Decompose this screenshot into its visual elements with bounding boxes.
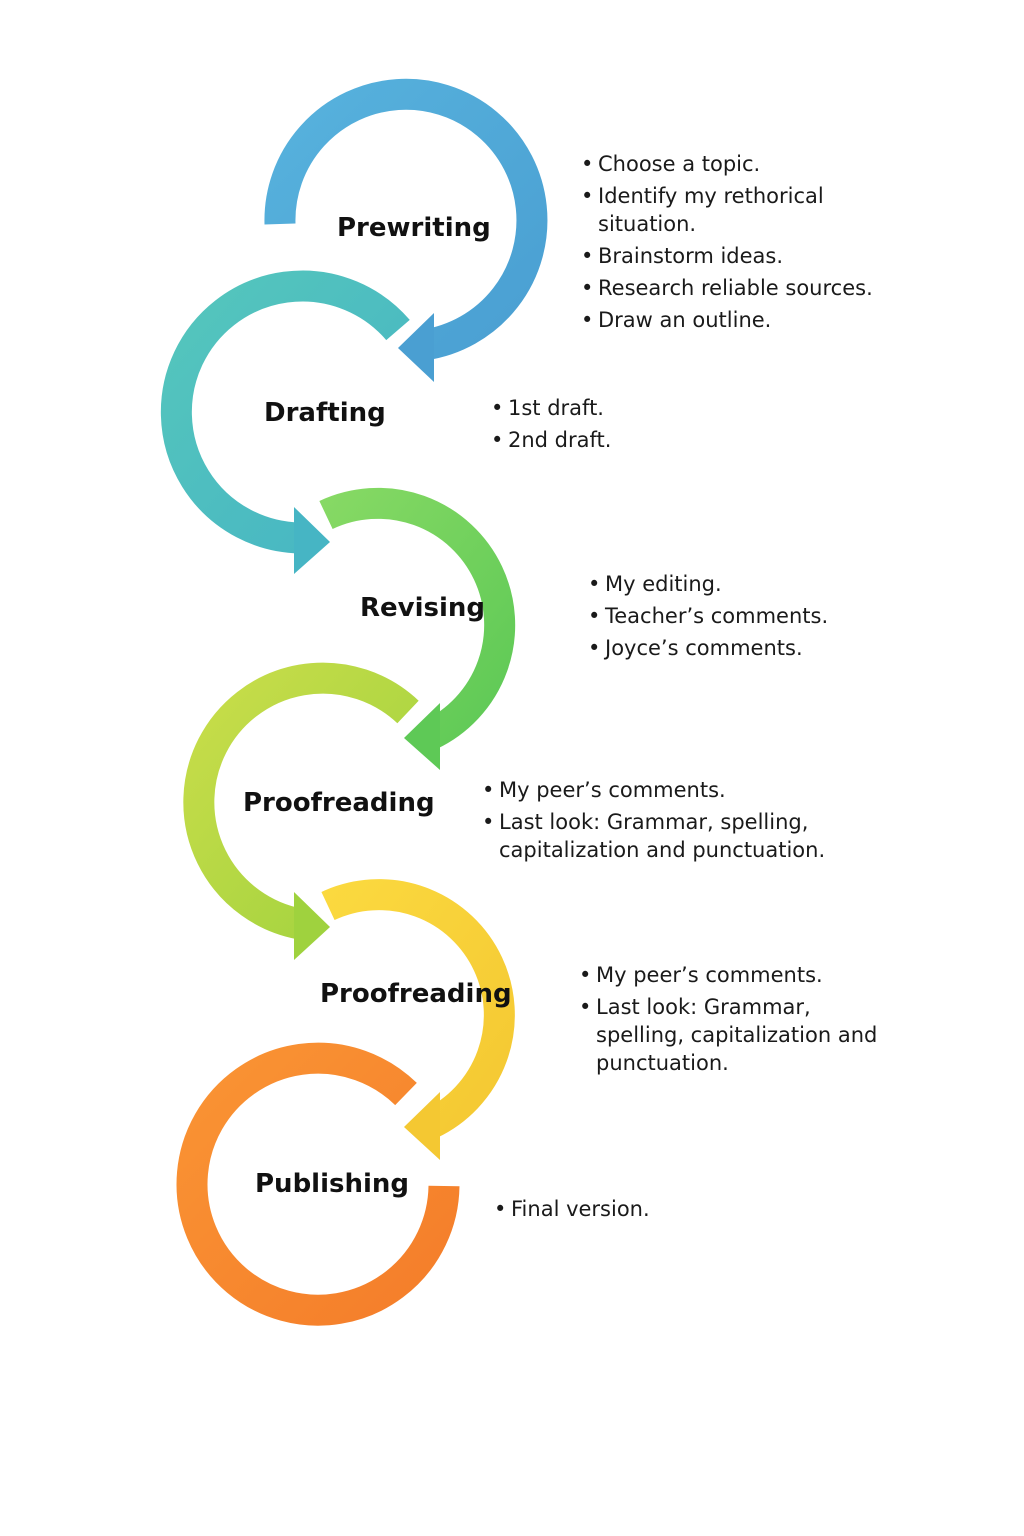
stage-label-prewriting: Prewriting	[337, 213, 491, 243]
list-item: Last look: Grammar, spelling, capitaliza…	[579, 993, 879, 1077]
stage-label-publishing: Publishing	[255, 1169, 410, 1199]
list-item: Draw an outline.	[581, 306, 901, 334]
revising-notes: My editing. Teacher’s comments. Joyce’s …	[588, 570, 888, 666]
list-item: Brainstorm ideas.	[581, 242, 901, 270]
proofreading-1-notes: My peer’s comments. Last look: Grammar, …	[482, 776, 882, 868]
list-item: Research reliable sources.	[581, 274, 901, 302]
publishing-notes: Final version.	[494, 1195, 774, 1227]
list-item: Choose a topic.	[581, 150, 901, 178]
publishing-ring	[176, 1042, 460, 1326]
list-item: My editing.	[588, 570, 888, 598]
proofreading-1-arrow	[183, 662, 419, 960]
stage-label-revising: Revising	[360, 593, 486, 623]
prewriting-notes: Choose a topic. Identify my rethorical s…	[581, 150, 901, 338]
stage-label-proofreading-2: Proofreading	[320, 979, 512, 1009]
list-item: Teacher’s comments.	[588, 602, 888, 630]
prewriting-arrow	[264, 78, 548, 382]
list-item: My peer’s comments.	[579, 961, 879, 989]
list-item: Joyce’s comments.	[588, 634, 888, 662]
list-item: 1st draft.	[491, 394, 771, 422]
proofreading-2-arrow	[321, 879, 515, 1160]
list-item: My peer’s comments.	[482, 776, 882, 804]
proofreading-2-notes: My peer’s comments. Last look: Grammar, …	[579, 961, 879, 1081]
list-item: 2nd draft.	[491, 426, 771, 454]
list-item: Final version.	[494, 1195, 774, 1223]
list-item: Identify my rethorical situation.	[581, 182, 901, 238]
revising-arrow	[319, 487, 516, 770]
drafting-notes: 1st draft. 2nd draft.	[491, 394, 771, 458]
stage-label-drafting: Drafting	[264, 398, 386, 428]
drafting-arrow	[160, 270, 410, 574]
list-item: Last look: Grammar, spelling, capitaliza…	[482, 808, 882, 864]
stage-label-proofreading-1: Proofreading	[243, 788, 435, 818]
